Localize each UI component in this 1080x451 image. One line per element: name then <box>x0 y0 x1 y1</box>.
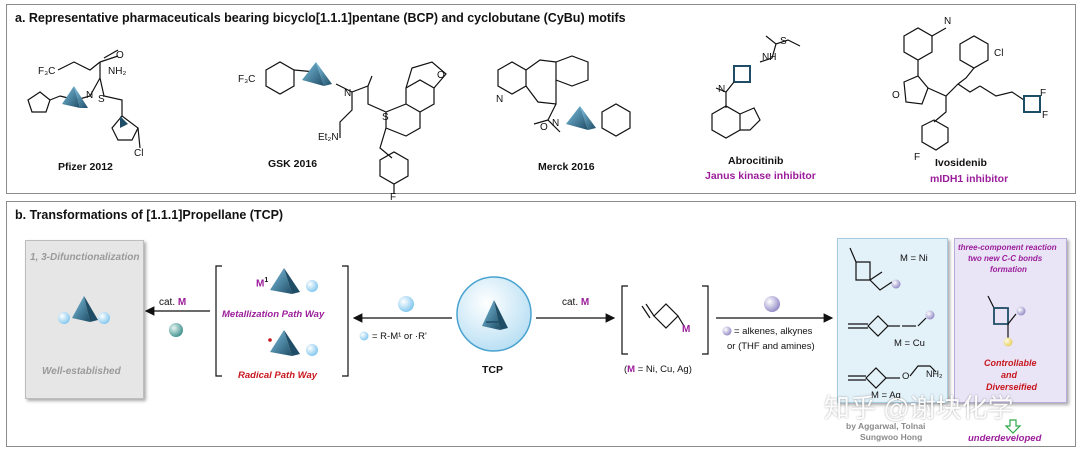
alkenes-note-2: or (THF and amines) <box>727 341 815 352</box>
atom-f3c-1: F₃C <box>38 66 55 77</box>
product-structures <box>848 247 937 389</box>
three-component-header-2: two new C-C bonds <box>968 254 1043 263</box>
green-down-arrow <box>1004 419 1022 434</box>
atom-f-7: F <box>914 152 920 163</box>
tcp-label: TCP <box>482 364 503 376</box>
atom-cl-5: Cl <box>994 48 1003 59</box>
well-established-label: Well-established <box>42 366 121 377</box>
difunctionalized-bcp <box>58 296 110 324</box>
atom-s-3: S <box>780 36 787 47</box>
panel-a: a. Representative pharmaceuticals bearin… <box>6 4 1076 194</box>
cat-left: cat. M <box>159 297 187 308</box>
reagent-note: = R-M¹ or ·R' <box>372 331 427 342</box>
three-component-header-3: formation <box>990 265 1027 274</box>
product-o-label: O <box>902 371 910 382</box>
atom-s-1: S <box>98 94 105 105</box>
product-ni-label: M = Ni <box>900 253 928 264</box>
metallacycle-intermediate <box>641 303 685 329</box>
intermediate-metal: M <box>682 324 691 335</box>
compound-name-pfizer: Pfizer 2012 <box>58 161 113 173</box>
atom-f-6: F <box>1042 110 1048 121</box>
atom-n-1: N <box>86 90 93 101</box>
compound-name-ivosidenib: Ivosidenib <box>935 157 987 169</box>
three-component-product <box>987 295 1017 338</box>
gsk-bcp <box>302 62 332 86</box>
radical-label: Radical Path Way <box>238 370 318 381</box>
merck-structure <box>497 55 631 137</box>
credit-line-2: Sungwoo Hong <box>860 432 923 442</box>
atom-nh2-1: NH₂ <box>108 66 126 77</box>
atom-cl-1: Cl <box>134 148 143 159</box>
abrocitinib-structure <box>711 35 801 139</box>
product-cu-label: M = Cu <box>894 338 925 349</box>
three-component-header-1: three-component reaction <box>958 243 1057 252</box>
ivosidenib-structure <box>903 27 1041 151</box>
metallization-intermediate <box>270 268 318 294</box>
panel-a-structures: F₃C NH₂ O N S Cl F₃C Et₂N N S F O N N O … <box>27 16 1048 200</box>
underdeveloped-label: underdeveloped <box>968 433 1042 444</box>
atom-n-5: N <box>718 84 725 95</box>
atom-nh-3: NH <box>762 52 776 63</box>
atom-n-2: N <box>344 88 351 99</box>
gsk-structure <box>265 61 447 194</box>
compound-name-merck: Merck 2016 <box>538 161 595 173</box>
product-ag-label: M = Ag <box>871 390 901 401</box>
radical-intermediate <box>268 330 318 356</box>
atom-n-4: N <box>552 118 559 129</box>
panel-a-title: a. Representative pharmaceuticals bearin… <box>15 11 626 25</box>
atom-o-7: O <box>892 90 900 101</box>
metal-note: (M = Ni, Cu, Ag) <box>624 364 692 375</box>
m1-label: M1 <box>256 277 269 290</box>
watermark: 知乎 @谢块化学 <box>824 393 1014 423</box>
cat-right: cat. M <box>562 297 590 308</box>
product-nh2-label: NH₂ <box>926 369 943 379</box>
alkenes-note-1: = alkenes, alkynes <box>734 326 813 337</box>
compound-subtitle-abrocitinib: Janus kinase inhibitor <box>705 170 816 182</box>
atom-o-2: O <box>437 70 445 81</box>
atom-f-2: F <box>390 192 396 200</box>
atom-o-3: O <box>540 122 548 133</box>
atom-o-1: O <box>116 50 124 61</box>
tcp-molecule <box>456 276 532 352</box>
atom-f3c-2: F₃C <box>238 74 255 85</box>
metallization-label: Metallization Path Way <box>222 309 325 320</box>
diverseified-label: Diverseified <box>986 382 1038 392</box>
panel-b-title: b. Transformations of [1.1.1]Propellane … <box>15 208 284 222</box>
difunctionalization-title: 1, 3-Difunctionalization <box>30 252 140 263</box>
and-label: and <box>1001 370 1018 380</box>
atom-s-2: S <box>382 112 389 123</box>
atom-n-3: N <box>496 94 503 105</box>
compound-name-abrocitinib: Abrocitinib <box>728 155 784 167</box>
atom-f-5: F <box>1040 88 1046 99</box>
controllable-label: Controllable <box>984 358 1037 368</box>
merck-bcp <box>566 106 596 130</box>
pfizer-bcp <box>62 86 88 108</box>
atom-et2n: Et₂N <box>318 132 339 143</box>
compound-name-gsk: GSK 2016 <box>268 158 318 170</box>
atom-n-6: N <box>944 16 951 27</box>
compound-subtitle-ivosidenib: mIDH1 inhibitor <box>930 173 1009 185</box>
credit-line-1: by Aggarwal, Tolnai <box>846 421 926 431</box>
